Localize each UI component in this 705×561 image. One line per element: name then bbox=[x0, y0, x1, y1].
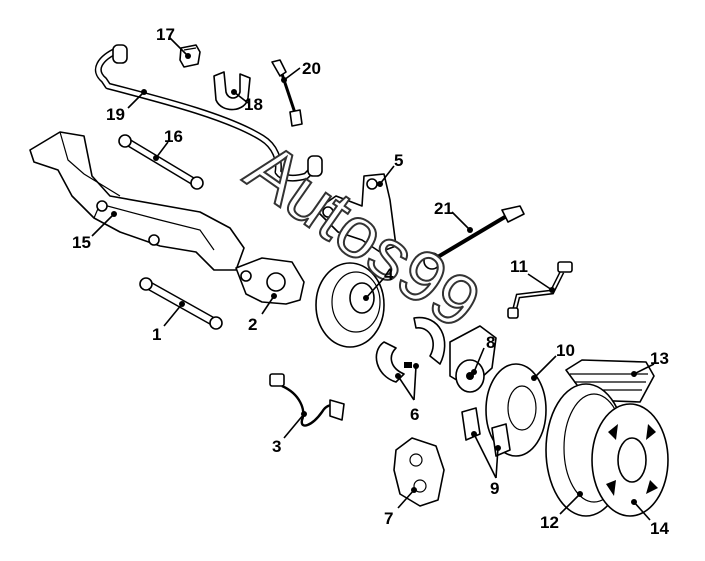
hub-bearing-part bbox=[449, 325, 497, 393]
upper-bracket-part bbox=[315, 173, 397, 253]
callout-1: 1 bbox=[152, 325, 161, 344]
callout-16: 16 bbox=[164, 127, 183, 146]
trailing-link-part bbox=[118, 134, 204, 190]
callout-17: 17 bbox=[156, 25, 175, 44]
knuckle-part bbox=[235, 257, 305, 305]
callout-8: 8 bbox=[486, 333, 495, 352]
callout-5: 5 bbox=[394, 151, 403, 170]
callout-7: 7 bbox=[384, 509, 393, 528]
callout-19: 19 bbox=[106, 105, 125, 124]
callout-4: 4 bbox=[384, 265, 394, 284]
callout-20: 20 bbox=[302, 59, 321, 78]
callout-9: 9 bbox=[490, 479, 499, 498]
callout-3: 3 bbox=[272, 437, 281, 456]
callout-2: 2 bbox=[248, 315, 257, 334]
tie-rod-part bbox=[423, 205, 525, 270]
callout-6: 6 bbox=[410, 405, 419, 424]
callout-18: 18 bbox=[244, 95, 263, 114]
callout-14: 14 bbox=[650, 519, 669, 538]
bracket-part bbox=[213, 71, 251, 111]
backing-plate-part bbox=[315, 262, 385, 348]
wheel-cover-part bbox=[591, 403, 669, 517]
callout-11: 11 bbox=[510, 257, 528, 276]
callout-labels: 17 18 20 19 16 15 5 21 11 4 2 1 8 10 13 … bbox=[72, 25, 669, 538]
callout-10: 10 bbox=[556, 341, 575, 360]
leader-lines bbox=[91, 37, 655, 521]
brake-shoes-part bbox=[375, 316, 446, 383]
stabilizer-bar-part bbox=[94, 44, 323, 182]
callout-13: 13 bbox=[650, 349, 669, 368]
callout-12: 12 bbox=[540, 513, 559, 532]
callout-21: 21 bbox=[434, 199, 453, 218]
abs-sensor-part bbox=[269, 373, 345, 427]
callout-15: 15 bbox=[72, 233, 91, 252]
brake-hose-part bbox=[507, 261, 573, 319]
caliper-part bbox=[393, 437, 445, 507]
subframe-part bbox=[29, 131, 245, 271]
